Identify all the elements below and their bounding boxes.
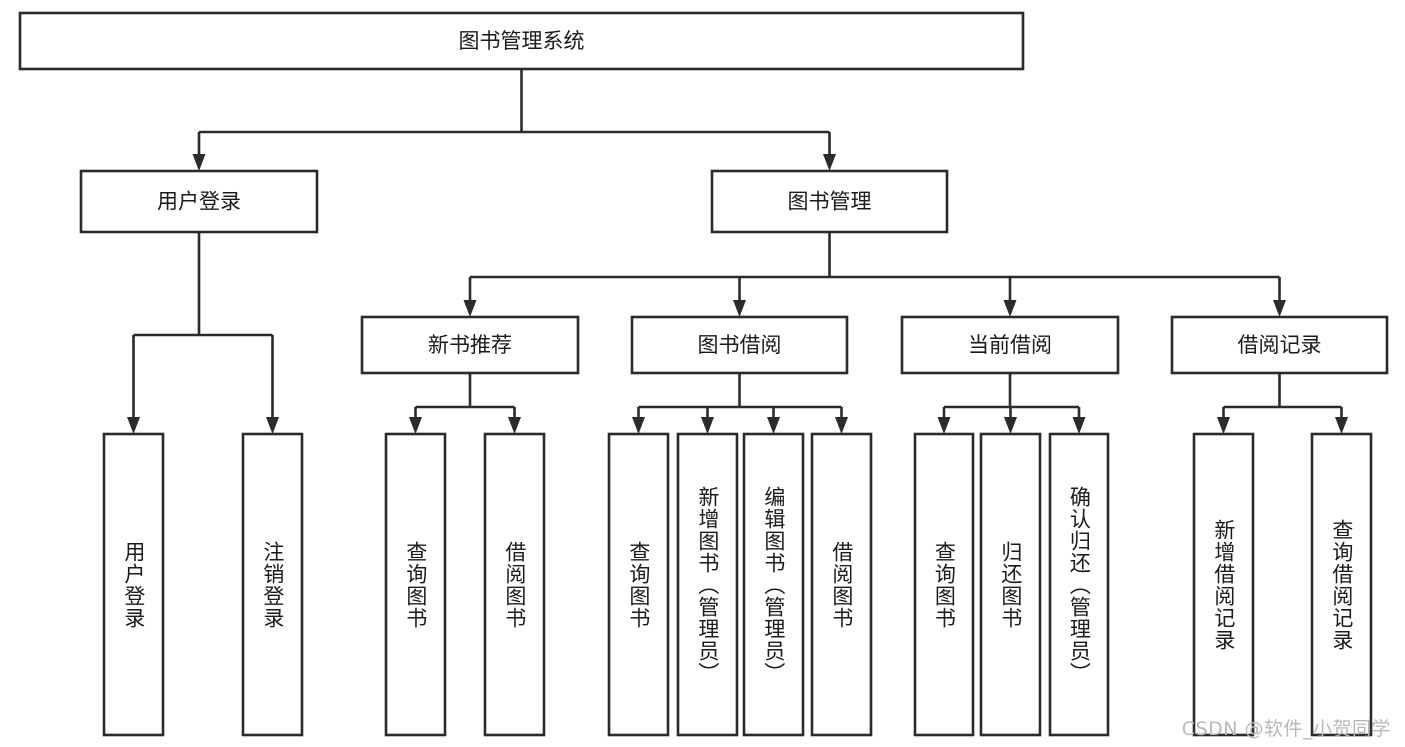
arrow-icon-leaf-borrow-book-2: [835, 417, 848, 434]
node-root[interactable]: 图书管理系统: [18, 11, 1025, 71]
node-label-current-borrow: 当前借阅: [968, 333, 1052, 357]
arrow-icon-leaf-query-book-3: [937, 417, 951, 434]
arrow-icon-leaf-query-book-2: [632, 417, 645, 434]
node-box-book-borrow[interactable]: [630, 315, 849, 375]
node-borrow-record[interactable]: 借阅记录: [1170, 315, 1389, 375]
node-leaf-edit-book[interactable]: [742, 432, 805, 737]
node-book-manage[interactable]: 图书管理: [710, 169, 949, 234]
node-box-current-borrow[interactable]: [900, 315, 1120, 375]
node-box-leaf-add-book[interactable]: [676, 432, 739, 737]
node-leaf-query-borrow-record[interactable]: [1310, 432, 1373, 737]
node-box-leaf-user-logout[interactable]: [241, 432, 304, 737]
node-box-leaf-borrow-book-1[interactable]: [483, 432, 546, 737]
node-box-leaf-add-borrow-record[interactable]: [1192, 432, 1255, 737]
node-leaf-borrow-book-2[interactable]: [810, 432, 873, 737]
arrow-icon-leaf-borrow-book-1: [508, 417, 521, 434]
node-box-user-login[interactable]: [79, 169, 319, 234]
arrow-icon-leaf-edit-book: [767, 417, 780, 434]
node-user-login[interactable]: 用户登录: [79, 169, 319, 234]
node-box-leaf-edit-book[interactable]: [742, 432, 805, 737]
node-box-leaf-query-borrow-record[interactable]: [1310, 432, 1373, 737]
node-label-new-book-recommend: 新书推荐: [428, 333, 512, 357]
node-box-book-manage[interactable]: [710, 169, 949, 234]
node-leaf-confirm-return[interactable]: [1048, 432, 1110, 737]
node-leaf-add-borrow-record[interactable]: [1192, 432, 1255, 737]
node-label-user-login: 用户登录: [157, 190, 241, 214]
node-box-new-book-recommend[interactable]: [360, 315, 580, 375]
node-box-leaf-confirm-return[interactable]: [1048, 432, 1110, 737]
arrow-icon-user-login: [192, 154, 206, 171]
node-box-borrow-record[interactable]: [1170, 315, 1389, 375]
arrow-icon-leaf-query-book-1: [409, 417, 422, 434]
node-leaf-add-book[interactable]: [676, 432, 739, 737]
arrow-icon-leaf-return-book: [1004, 417, 1017, 434]
node-current-borrow[interactable]: 当前借阅: [900, 315, 1120, 375]
arrow-icon-book-borrow: [733, 300, 746, 317]
arrow-icon-leaf-user-logout: [266, 417, 279, 434]
arrow-icon-leaf-confirm-return: [1072, 417, 1086, 434]
arrow-icon-leaf-query-borrow-record: [1335, 417, 1348, 434]
node-book-borrow[interactable]: 图书借阅: [630, 315, 849, 375]
arrow-icon-leaf-add-book: [701, 417, 714, 434]
node-box-leaf-borrow-book-2[interactable]: [810, 432, 873, 737]
node-leaf-user-login[interactable]: [102, 432, 165, 737]
node-leaf-query-book-1[interactable]: [384, 432, 447, 737]
node-new-book-recommend[interactable]: 新书推荐: [360, 315, 580, 375]
arrow-icon-leaf-user-login: [127, 417, 140, 434]
csdn-watermark: CSDN @软件_小贺同学: [1181, 718, 1391, 740]
arrow-icon-current-borrow: [1003, 300, 1017, 317]
node-label-borrow-record: 借阅记录: [1238, 333, 1322, 357]
arrow-icon-new-book-recommend: [463, 300, 477, 317]
node-box-leaf-return-book[interactable]: [979, 432, 1042, 737]
node-box-leaf-query-book-1[interactable]: [384, 432, 447, 737]
connector-layer: [127, 69, 1348, 434]
node-label-root: 图书管理系统: [459, 29, 585, 53]
node-box-leaf-query-book-2[interactable]: [607, 432, 670, 737]
node-box-root[interactable]: [18, 11, 1025, 71]
node-label-book-manage: 图书管理: [788, 190, 872, 214]
arrow-icon-book-manage: [823, 154, 836, 171]
node-label-book-borrow: 图书借阅: [698, 333, 782, 357]
node-box-leaf-user-login[interactable]: [102, 432, 165, 737]
node-leaf-user-logout[interactable]: [241, 432, 304, 737]
node-leaf-query-book-2[interactable]: [607, 432, 670, 737]
node-leaf-query-book-3[interactable]: [913, 432, 975, 737]
arrow-icon-borrow-record: [1273, 300, 1286, 317]
arrow-icon-leaf-add-borrow-record: [1217, 417, 1230, 434]
node-leaf-return-book[interactable]: [979, 432, 1042, 737]
node-box-leaf-query-book-3[interactable]: [913, 432, 975, 737]
node-leaf-borrow-book-1[interactable]: [483, 432, 546, 737]
